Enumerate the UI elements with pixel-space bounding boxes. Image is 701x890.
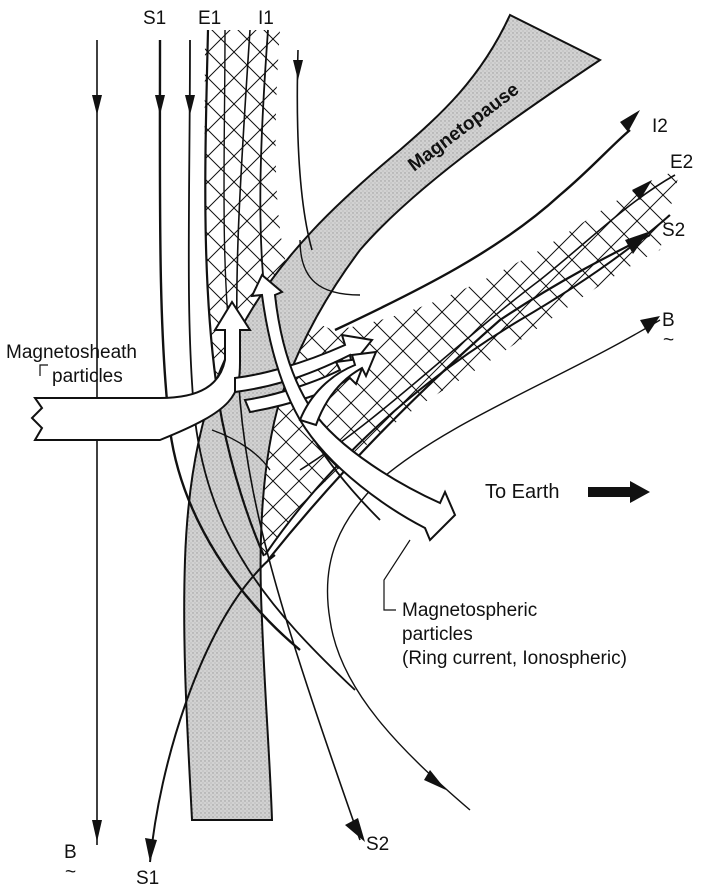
label-magnetospheric-1: Magnetospheric [402,600,537,621]
label-magnetosheath-2: particles [52,366,123,387]
tilde-b-bottom: ~ [65,862,76,883]
label-to-earth: To Earth [485,481,559,503]
b-left-arrow-top [92,95,102,115]
s1-arrow [155,95,165,115]
label-magnetospheric-3: (Ring current, Ionospheric) [402,648,627,669]
s1-bottom-arrow [145,838,157,862]
label-s2-bottom: S2 [366,834,389,855]
label-e1-top: E1 [198,8,221,29]
label-i2: I2 [652,116,668,137]
e1-arrow [185,95,195,115]
label-magnetospheric-2: particles [402,624,473,645]
label-b-right: B [662,310,675,331]
b-left-arrow-bottom [92,820,102,842]
label-i1-top: I1 [258,8,274,29]
s2-bottom-arrow [345,818,365,842]
i2-arrow [620,110,640,132]
i1-arrow [293,60,303,80]
b-lower-arrow [424,770,446,790]
label-s2-right: S2 [662,220,685,241]
to-earth-arrow [588,481,650,503]
label-b-bottom: B [64,842,77,863]
label-s1-top: S1 [143,8,166,29]
sheath-leader [40,365,48,376]
label-e2: E2 [670,152,693,173]
b-right-arrow [640,316,660,334]
label-magnetosheath-1: Magnetosheath [6,342,137,363]
tilde-b-right: ~ [663,330,674,351]
i1-field-line [297,50,312,250]
label-s1-bottom: S1 [136,868,159,889]
